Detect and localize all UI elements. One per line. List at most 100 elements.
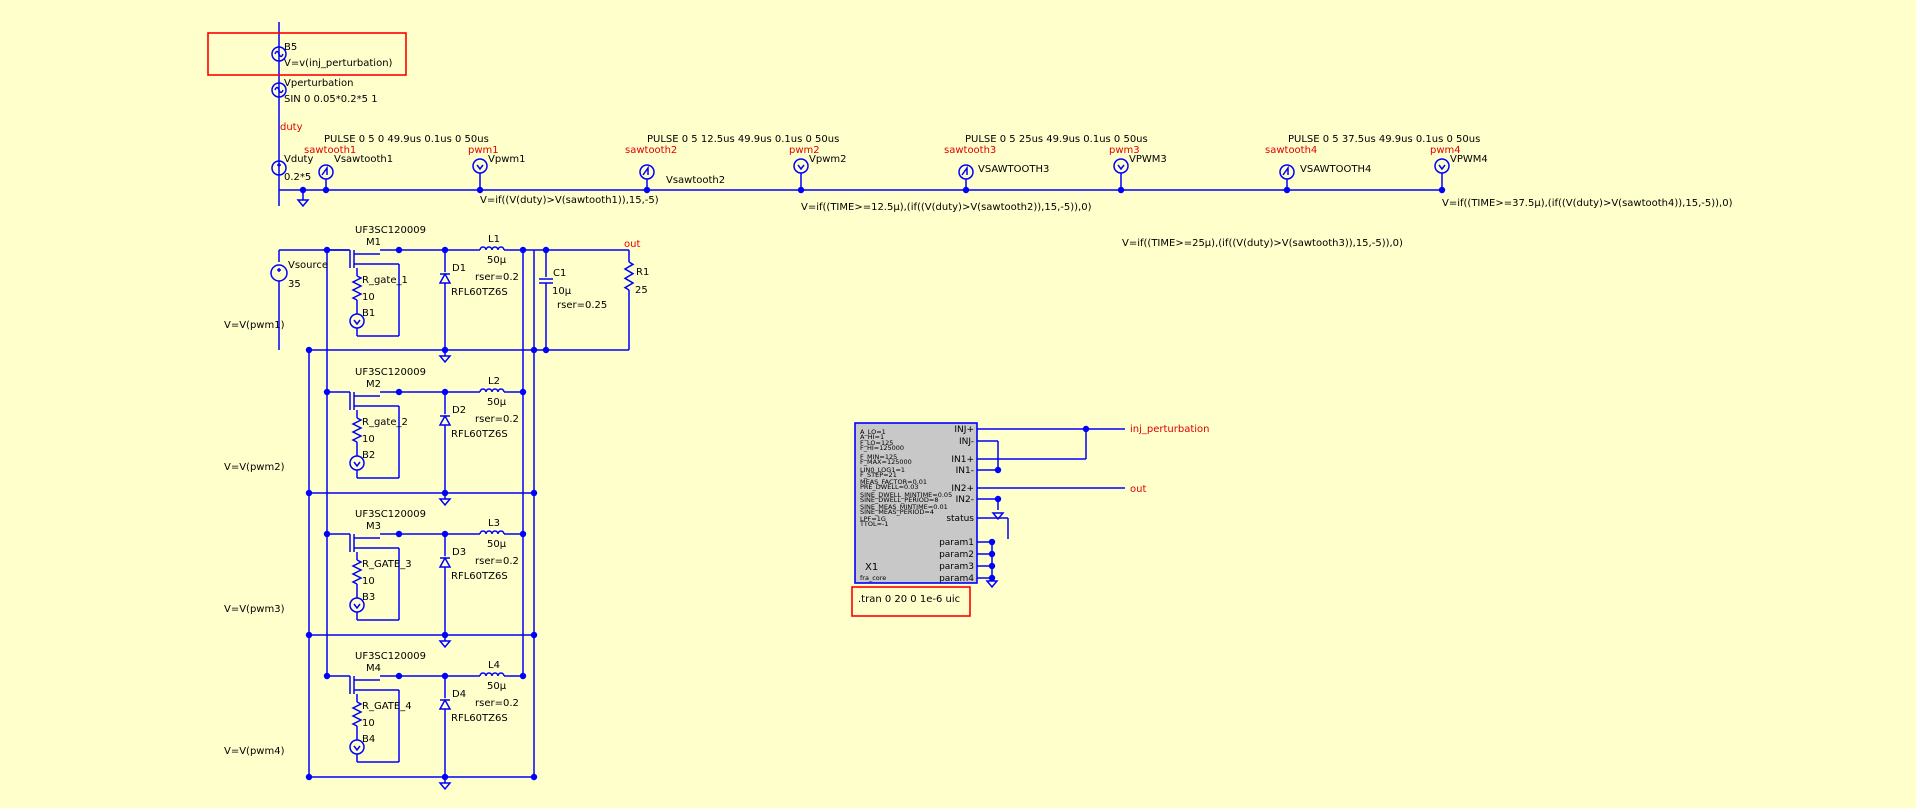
diode-name: D1 [452, 263, 466, 274]
diode-1[interactable] [438, 272, 452, 284]
out-netlabel: out [624, 239, 640, 250]
fra-param: SINE_DWELL_MINTIME=0.05 [860, 491, 952, 499]
diode-3[interactable] [438, 556, 452, 568]
sawtooth-source-3-body [958, 164, 974, 180]
pwm-expression: V=if((V(duty)>V(sawtooth1)),15,-5) [480, 195, 659, 206]
bsrc-glyph [353, 603, 361, 610]
fra-port: status [946, 514, 974, 524]
inj-netlabel: inj_perturbation [1130, 424, 1210, 435]
inductor-name: L3 [488, 518, 500, 529]
capacitor-name: C1 [553, 268, 566, 279]
sawtooth-source-1[interactable] [318, 164, 334, 180]
bsrc-glyph [1438, 164, 1446, 171]
gate-resistor-2[interactable] [351, 417, 363, 443]
gate-resistor-value: 10 [362, 576, 375, 587]
fra-port: IN2+ [951, 484, 974, 494]
junction-dot [1117, 186, 1125, 194]
sawtooth-source-2[interactable] [639, 164, 655, 180]
inductor-rser: rser=0.2 [475, 698, 519, 709]
gate-resistor-1[interactable] [351, 275, 363, 301]
pwm-source-1[interactable] [472, 158, 488, 174]
mos-model: UF3SC120009 [355, 367, 426, 378]
mos-name: M2 [366, 379, 381, 390]
vperturbation-source[interactable] [271, 82, 287, 98]
junction-dot [395, 388, 403, 396]
fra-param: SINE_MEAS_MINTIME=0.01 [860, 503, 948, 511]
junction-dot [530, 489, 538, 497]
b5-source[interactable] [271, 46, 287, 62]
pulse-spec: PULSE 0 5 37.5us 49.9us 0.1us 0 50us [1288, 134, 1480, 145]
spice-directive: .tran 0 20 0 1e-6 uic [858, 594, 960, 605]
ground-symbol [438, 782, 452, 791]
pwm-source-3[interactable] [1113, 158, 1129, 174]
vperturbation-source-body [271, 82, 287, 98]
gate-bsource-expr: V=V(pwm4) [224, 746, 285, 757]
junction-dot [305, 489, 313, 497]
sine-glyph [274, 86, 284, 94]
gate-resistor-4[interactable] [351, 701, 363, 727]
vsource[interactable] [270, 264, 288, 282]
fra-core-block[interactable] [854, 422, 978, 584]
mos-name: M3 [366, 521, 381, 532]
diode-2[interactable] [438, 414, 452, 426]
mosfet-1[interactable] [349, 250, 380, 268]
pwm-source-4[interactable] [1434, 158, 1450, 174]
junction-dot [441, 631, 449, 639]
load-resistor[interactable] [623, 261, 635, 291]
sawtooth1-name: Vsawtooth1 [334, 154, 393, 165]
inductor-value: 50µ [487, 255, 507, 266]
inductor-2[interactable] [479, 388, 505, 393]
inductor-name: L1 [488, 234, 500, 245]
pwm-netlabel: pwm3 [1109, 145, 1140, 156]
pwm-source-3-body [1113, 158, 1129, 174]
resistor-value: 25 [635, 285, 648, 296]
gate-resistor-name: R_gate_1 [362, 275, 408, 286]
fra-model-name: fra_core [860, 574, 886, 582]
mosfet-2[interactable] [349, 392, 380, 410]
inductor-name: L2 [488, 376, 500, 387]
pwm-netlabel: pwm1 [468, 145, 499, 156]
vduty-source-body [271, 160, 287, 176]
diode-triangle [438, 414, 452, 426]
gate-resistor-value: 10 [362, 292, 375, 303]
gate-resistor-3[interactable] [351, 559, 363, 585]
fra-port: param1 [939, 538, 974, 548]
pwm-expression: V=if((TIME>=25µ),(if((V(duty)>V(sawtooth… [1122, 238, 1403, 249]
sawtooth-source-1-body [318, 164, 334, 180]
sawtooth2-name: Vsawtooth2 [666, 175, 725, 186]
inductor-rser: rser=0.2 [475, 414, 519, 425]
junction-dot [299, 186, 307, 194]
fra-port: INJ+ [954, 425, 974, 435]
inductor-4[interactable] [479, 672, 505, 677]
mosfet-3[interactable] [349, 534, 380, 552]
junction-dot [395, 246, 403, 254]
vduty-source[interactable] [271, 160, 287, 176]
ground-symbol [438, 498, 452, 507]
bsrc-glyph [476, 164, 484, 171]
diode-4[interactable] [438, 698, 452, 710]
inductor-3[interactable] [479, 530, 505, 535]
junction-dot [530, 631, 538, 639]
inductor-1[interactable] [479, 246, 505, 251]
sawtooth-source-4[interactable] [1279, 164, 1295, 180]
bsrc-glyph [353, 745, 361, 752]
fra-param: F_HI=125000 [860, 444, 904, 452]
sawtooth-source-3[interactable] [958, 164, 974, 180]
vduty-name: Vduty [284, 154, 313, 165]
fra-port: IN1+ [951, 455, 974, 465]
mosfet-4[interactable] [349, 676, 380, 694]
diode-model: RFL60TZ6S [451, 287, 508, 298]
pwm-source-2[interactable] [793, 158, 809, 174]
junction-dot [395, 672, 403, 680]
junction-dot [1283, 186, 1291, 194]
gate-resistor-value: 10 [362, 434, 375, 445]
junction-dot [962, 186, 970, 194]
gate-resistor-name: R_GATE_3 [362, 559, 412, 570]
output-capacitor[interactable] [539, 278, 553, 284]
mos-model: UF3SC120009 [355, 225, 426, 236]
junction-dot [542, 346, 550, 354]
junction-dot [323, 530, 331, 538]
bsrc-glyph [353, 319, 361, 326]
vsource-value: 35 [288, 279, 301, 290]
